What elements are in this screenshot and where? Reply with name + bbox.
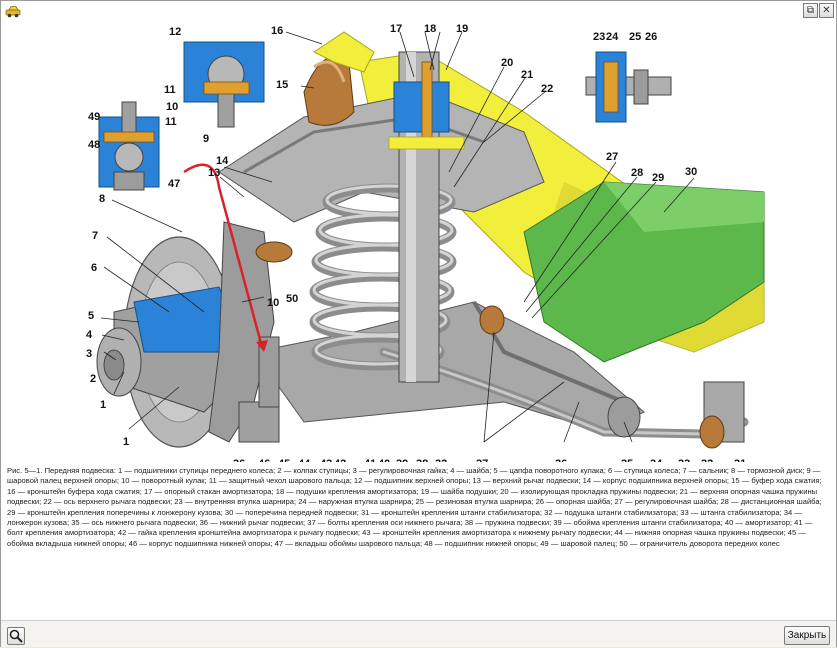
callout-22: 22 <box>541 83 554 95</box>
callout-4: 4 <box>86 329 93 341</box>
close-button[interactable]: Закрыть <box>784 626 830 645</box>
callout-24: 24 <box>606 31 619 43</box>
suspension-illustration <box>96 31 765 449</box>
callout-43: 43 <box>320 459 332 463</box>
callout-28: 28 <box>631 167 644 179</box>
zoom-button[interactable] <box>7 627 25 645</box>
callout-36: 36 <box>233 459 245 463</box>
callout-42: 42 <box>334 459 346 463</box>
callout-40: 40 <box>378 459 390 463</box>
callout-15: 15 <box>276 79 289 91</box>
callout-1: 1 <box>123 436 130 448</box>
callout-32: 32 <box>435 459 447 463</box>
callout-8: 8 <box>99 193 106 205</box>
callout-11: 11 <box>164 84 176 96</box>
buffer-bracket <box>313 31 375 73</box>
callout-41: 41 <box>364 459 376 463</box>
callout-19: 19 <box>456 23 469 35</box>
callout-39: 39 <box>396 459 408 463</box>
callout-31: 31 <box>734 459 746 463</box>
callout-49: 49 <box>88 111 101 123</box>
crossmember-bracket-shade <box>604 182 764 232</box>
callout-46: 46 <box>258 459 270 463</box>
callout-10: 10 <box>166 101 179 113</box>
callout-17: 17 <box>390 23 403 35</box>
callout-26: 26 <box>645 31 658 43</box>
lower-ball-joint-housing <box>238 401 280 443</box>
shock-top-mount-cutaway <box>393 81 450 133</box>
callout-7: 7 <box>92 230 99 242</box>
title-bar: ⧉ ✕ <box>1 1 836 21</box>
callout-18: 18 <box>424 23 437 35</box>
callout-20: 20 <box>501 57 514 69</box>
callout-34: 34 <box>650 459 662 463</box>
callout-33: 33 <box>678 459 690 463</box>
callout-50: 50 <box>286 293 299 305</box>
callout-1: 1 <box>100 399 107 411</box>
callout-47: 47 <box>168 178 181 190</box>
callout-29: 29 <box>652 172 665 184</box>
figure-caption: Рис. 5—1. Передняя подвеска: 1 — подшипн… <box>7 466 822 548</box>
red-pointer-arrow <box>183 163 264 348</box>
lower-ball-joint-inset <box>98 101 160 191</box>
callout-2: 2 <box>90 373 97 385</box>
callout-16: 16 <box>271 25 284 37</box>
callout-11: 11 <box>165 116 177 128</box>
callout-35: 35 <box>621 459 633 463</box>
car-app-icon <box>5 6 21 18</box>
callout-14: 14 <box>216 155 229 167</box>
callout-10: 10 <box>267 297 280 309</box>
callout-5: 5 <box>88 310 95 322</box>
callout-3: 3 <box>86 348 93 360</box>
callout-38: 38 <box>416 459 428 463</box>
callout-23: 23 <box>593 31 606 43</box>
callout-32: 32 <box>701 459 713 463</box>
restore-button[interactable]: ⧉ <box>803 3 818 18</box>
callout-48: 48 <box>88 139 101 151</box>
callout-45: 45 <box>278 459 290 463</box>
window-close-button[interactable]: ✕ <box>819 3 834 18</box>
bottom-toolbar: Закрыть <box>1 620 836 647</box>
upper-arm-pivot-inset <box>584 42 674 132</box>
callout-27: 27 <box>606 151 619 163</box>
callout-36: 36 <box>555 459 567 463</box>
upper-ball-joint-inset <box>183 41 265 128</box>
callout-12: 12 <box>169 26 182 38</box>
callout-44: 44 <box>298 459 310 463</box>
lower-arm-bushing <box>607 396 641 438</box>
callout-30: 30 <box>685 166 698 178</box>
magnifier-icon <box>9 629 23 643</box>
callout-37: 37 <box>476 459 488 463</box>
callout-13: 13 <box>208 167 221 179</box>
callout-9: 9 <box>203 133 210 145</box>
callout-21: 21 <box>521 69 534 81</box>
suspension-diagram: 1 1 2 3 4 5 6 7 8 9 10 10 11 11 12 13 14… <box>4 22 833 462</box>
callout-25: 25 <box>629 31 642 43</box>
callout-6: 6 <box>91 262 98 274</box>
